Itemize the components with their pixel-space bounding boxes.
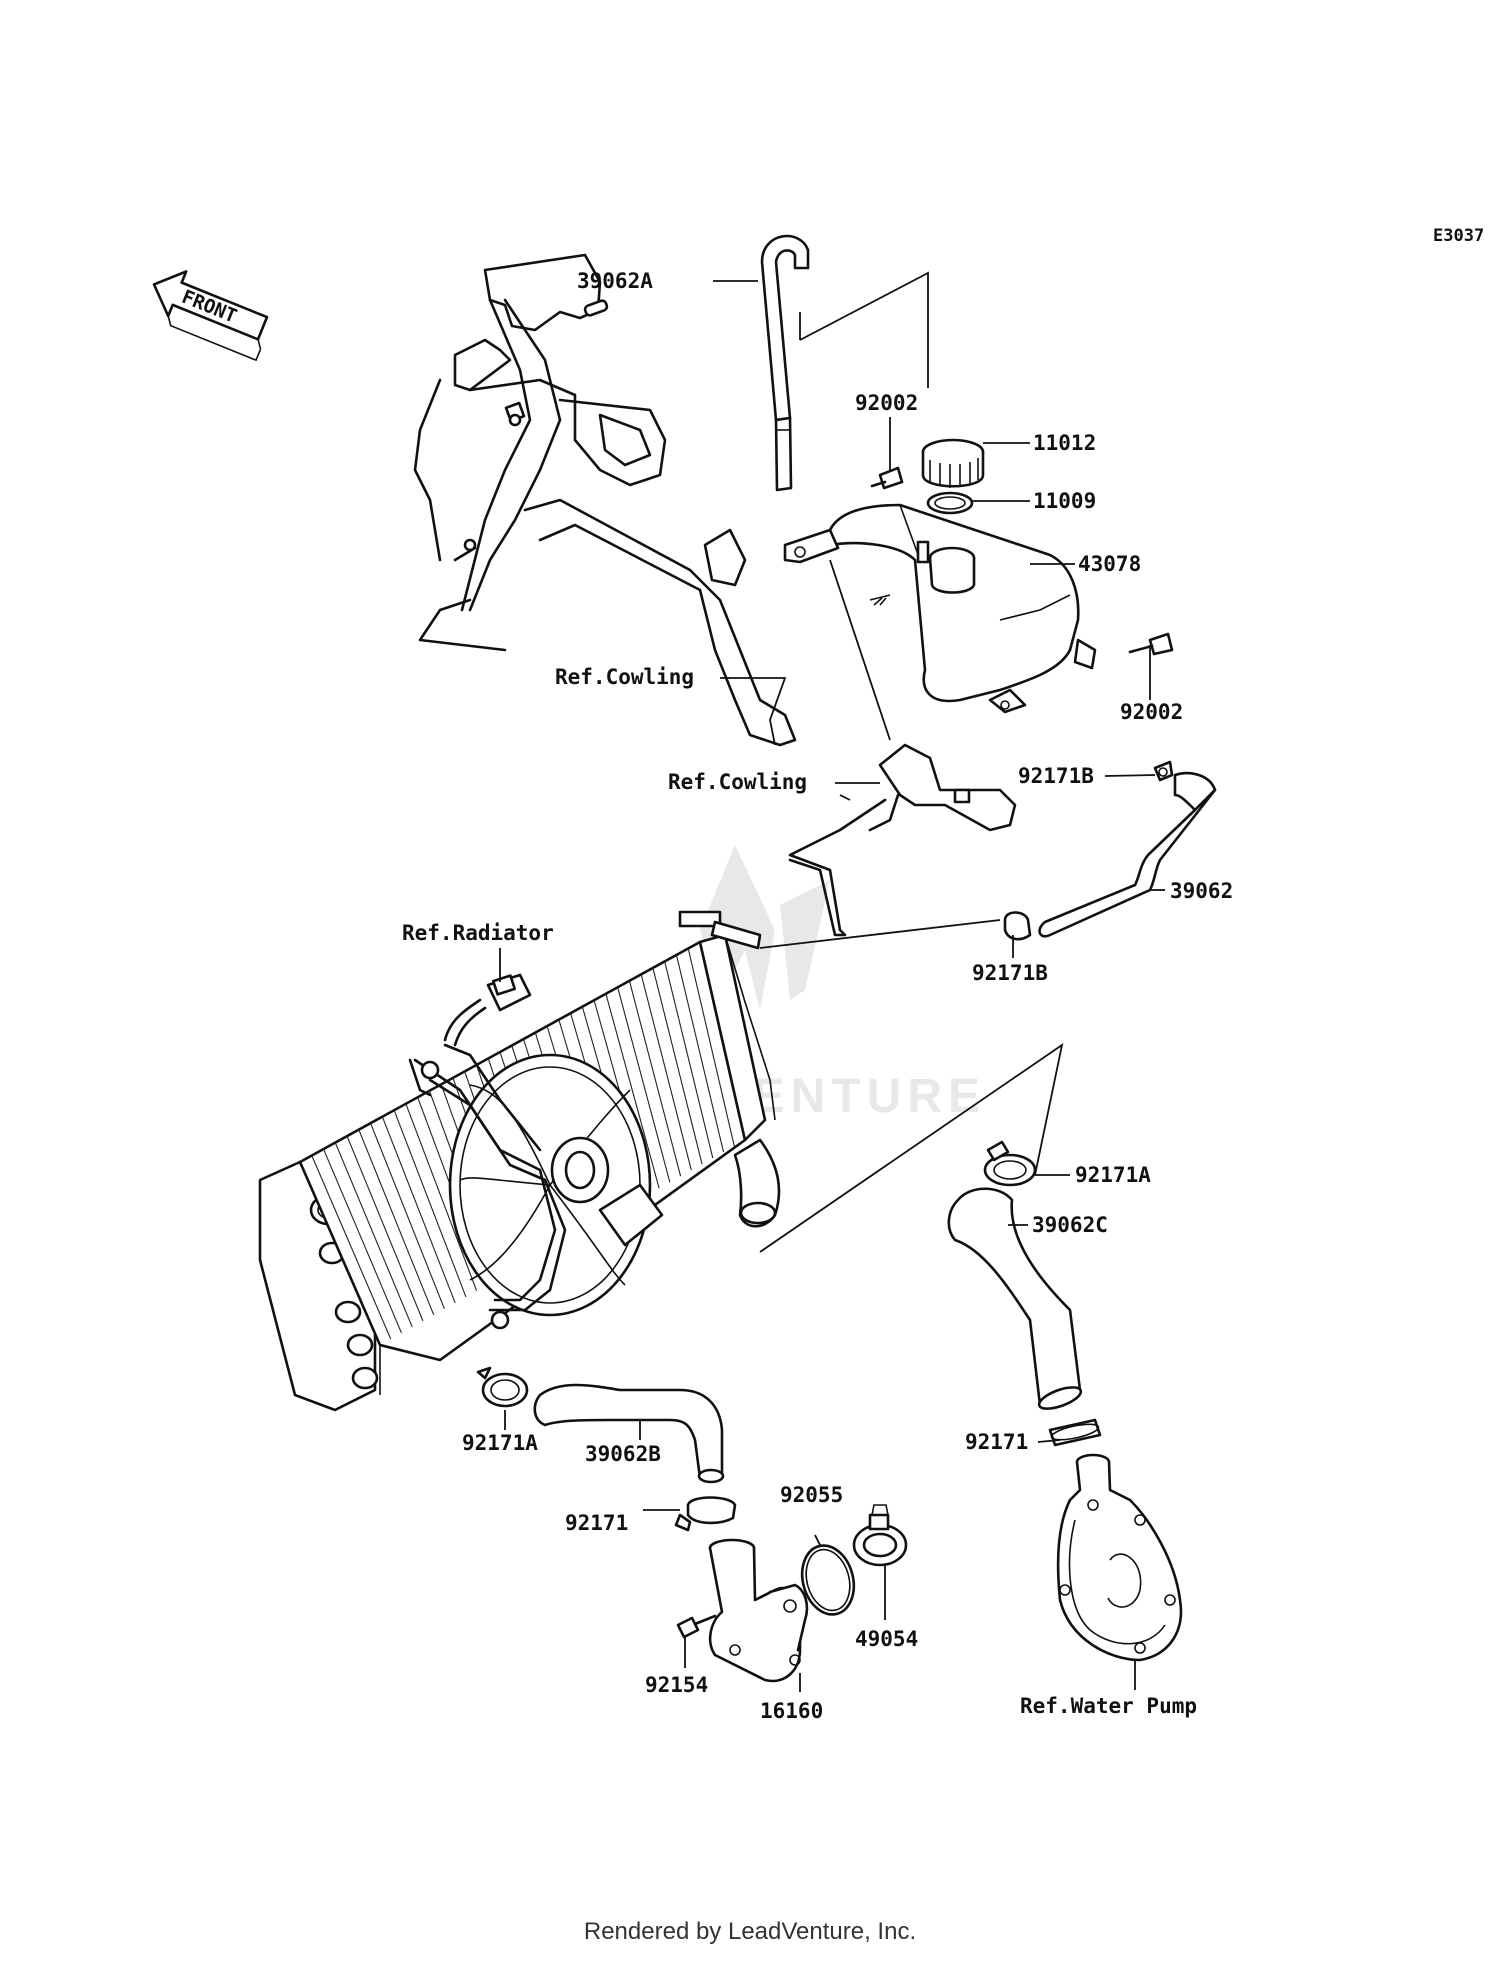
label-11009: 11009 (1033, 489, 1096, 513)
cowling-stay-bracket (413, 253, 797, 747)
label-43078: 43078 (1078, 552, 1141, 576)
front-label: FRONT (179, 286, 240, 328)
label-ref-water-pump: Ref.Water Pump (1020, 1694, 1197, 1718)
label-39062A: 39062A (577, 269, 653, 293)
label-92154: 92154 (645, 1673, 708, 1697)
radiator-fin (687, 948, 735, 1147)
footer-credit: Rendered by LeadVenture, Inc. (583, 1918, 917, 1945)
reservoir-tank-43078 (783, 503, 1097, 714)
radiator-fin (358, 1129, 435, 1316)
label-92171A-right: 92171A (1075, 1163, 1151, 1187)
bolt-92154 (676, 1614, 717, 1639)
hose-39062 (1038, 771, 1217, 938)
clamp-92171-left (674, 1496, 737, 1532)
clamp-92171B-lower (1003, 911, 1032, 941)
diagram-code: E3037 (1433, 226, 1484, 246)
o-ring-92055 (800, 1544, 856, 1616)
hose-39062C (947, 1187, 1083, 1410)
radiator-fin (311, 1155, 392, 1340)
fan-connector (443, 973, 542, 1152)
clamp-92171B-upper (1153, 760, 1174, 782)
label-11012: 11012 (1033, 431, 1096, 455)
radiator-fin (640, 974, 692, 1171)
label-39062C: 39062C (1032, 1213, 1108, 1237)
label-92171-right: 92171 (965, 1430, 1028, 1454)
thermostat-49054 (852, 1504, 908, 1567)
clamp-92171-right (1048, 1418, 1102, 1447)
label-92002-right: 92002 (1120, 700, 1183, 724)
label-ref-cowling-2: Ref.Cowling (668, 770, 807, 794)
label-39062: 39062 (1170, 879, 1233, 903)
label-49054: 49054 (855, 1627, 918, 1651)
radiator-fin (346, 1135, 424, 1322)
radiator-fin (675, 954, 725, 1153)
label-92171-left: 92171 (565, 1511, 628, 1535)
radiator-fin (652, 967, 703, 1165)
label-16160: 16160 (760, 1699, 823, 1723)
label-ref-radiator: Ref.Radiator (402, 921, 554, 945)
reservoir-cap-11012 (921, 438, 985, 488)
radiator-fin (393, 1110, 467, 1297)
hose-39062B (533, 1383, 725, 1484)
label-ref-cowling-1: Ref.Cowling (555, 665, 694, 689)
label-92055: 92055 (780, 1483, 843, 1507)
bolt-92002-top (870, 466, 904, 490)
label-92002-top: 92002 (855, 391, 918, 415)
leader-lines (499, 271, 1165, 1692)
thermostat-housing-16160 (708, 1538, 809, 1683)
label-92171B-upper: 92171B (1018, 764, 1094, 788)
radiator-fin (605, 993, 660, 1189)
label-39062B: 39062B (585, 1442, 661, 1466)
clamp-92171A-left (476, 1366, 529, 1408)
radiator-fin (617, 987, 671, 1183)
water-pump-cover (1056, 1453, 1183, 1662)
front-arrow-icon: FRONT (152, 270, 269, 362)
radiator-fin (628, 980, 682, 1177)
callout-labels: 39062A 92002 11012 11009 43078 92002 Ref… (402, 269, 1233, 1723)
label-92171A-left: 92171A (462, 1431, 538, 1455)
cowling-bracket-lower (788, 743, 1017, 937)
radiator-fin (381, 1116, 456, 1303)
radiator-fin (323, 1148, 402, 1334)
radiator-fin (405, 1103, 478, 1291)
gasket-11009 (926, 491, 974, 515)
breather-hose-39062A (760, 234, 810, 492)
label-92171B-lower: 92171B (972, 961, 1048, 985)
radiator-fin (370, 1122, 445, 1310)
bolt-92002-right (1128, 632, 1174, 656)
clamp-92171A-right (983, 1140, 1037, 1187)
radiator-fan (408, 1053, 664, 1330)
radiator-fin (664, 961, 714, 1159)
radiator-fin (334, 1142, 413, 1328)
